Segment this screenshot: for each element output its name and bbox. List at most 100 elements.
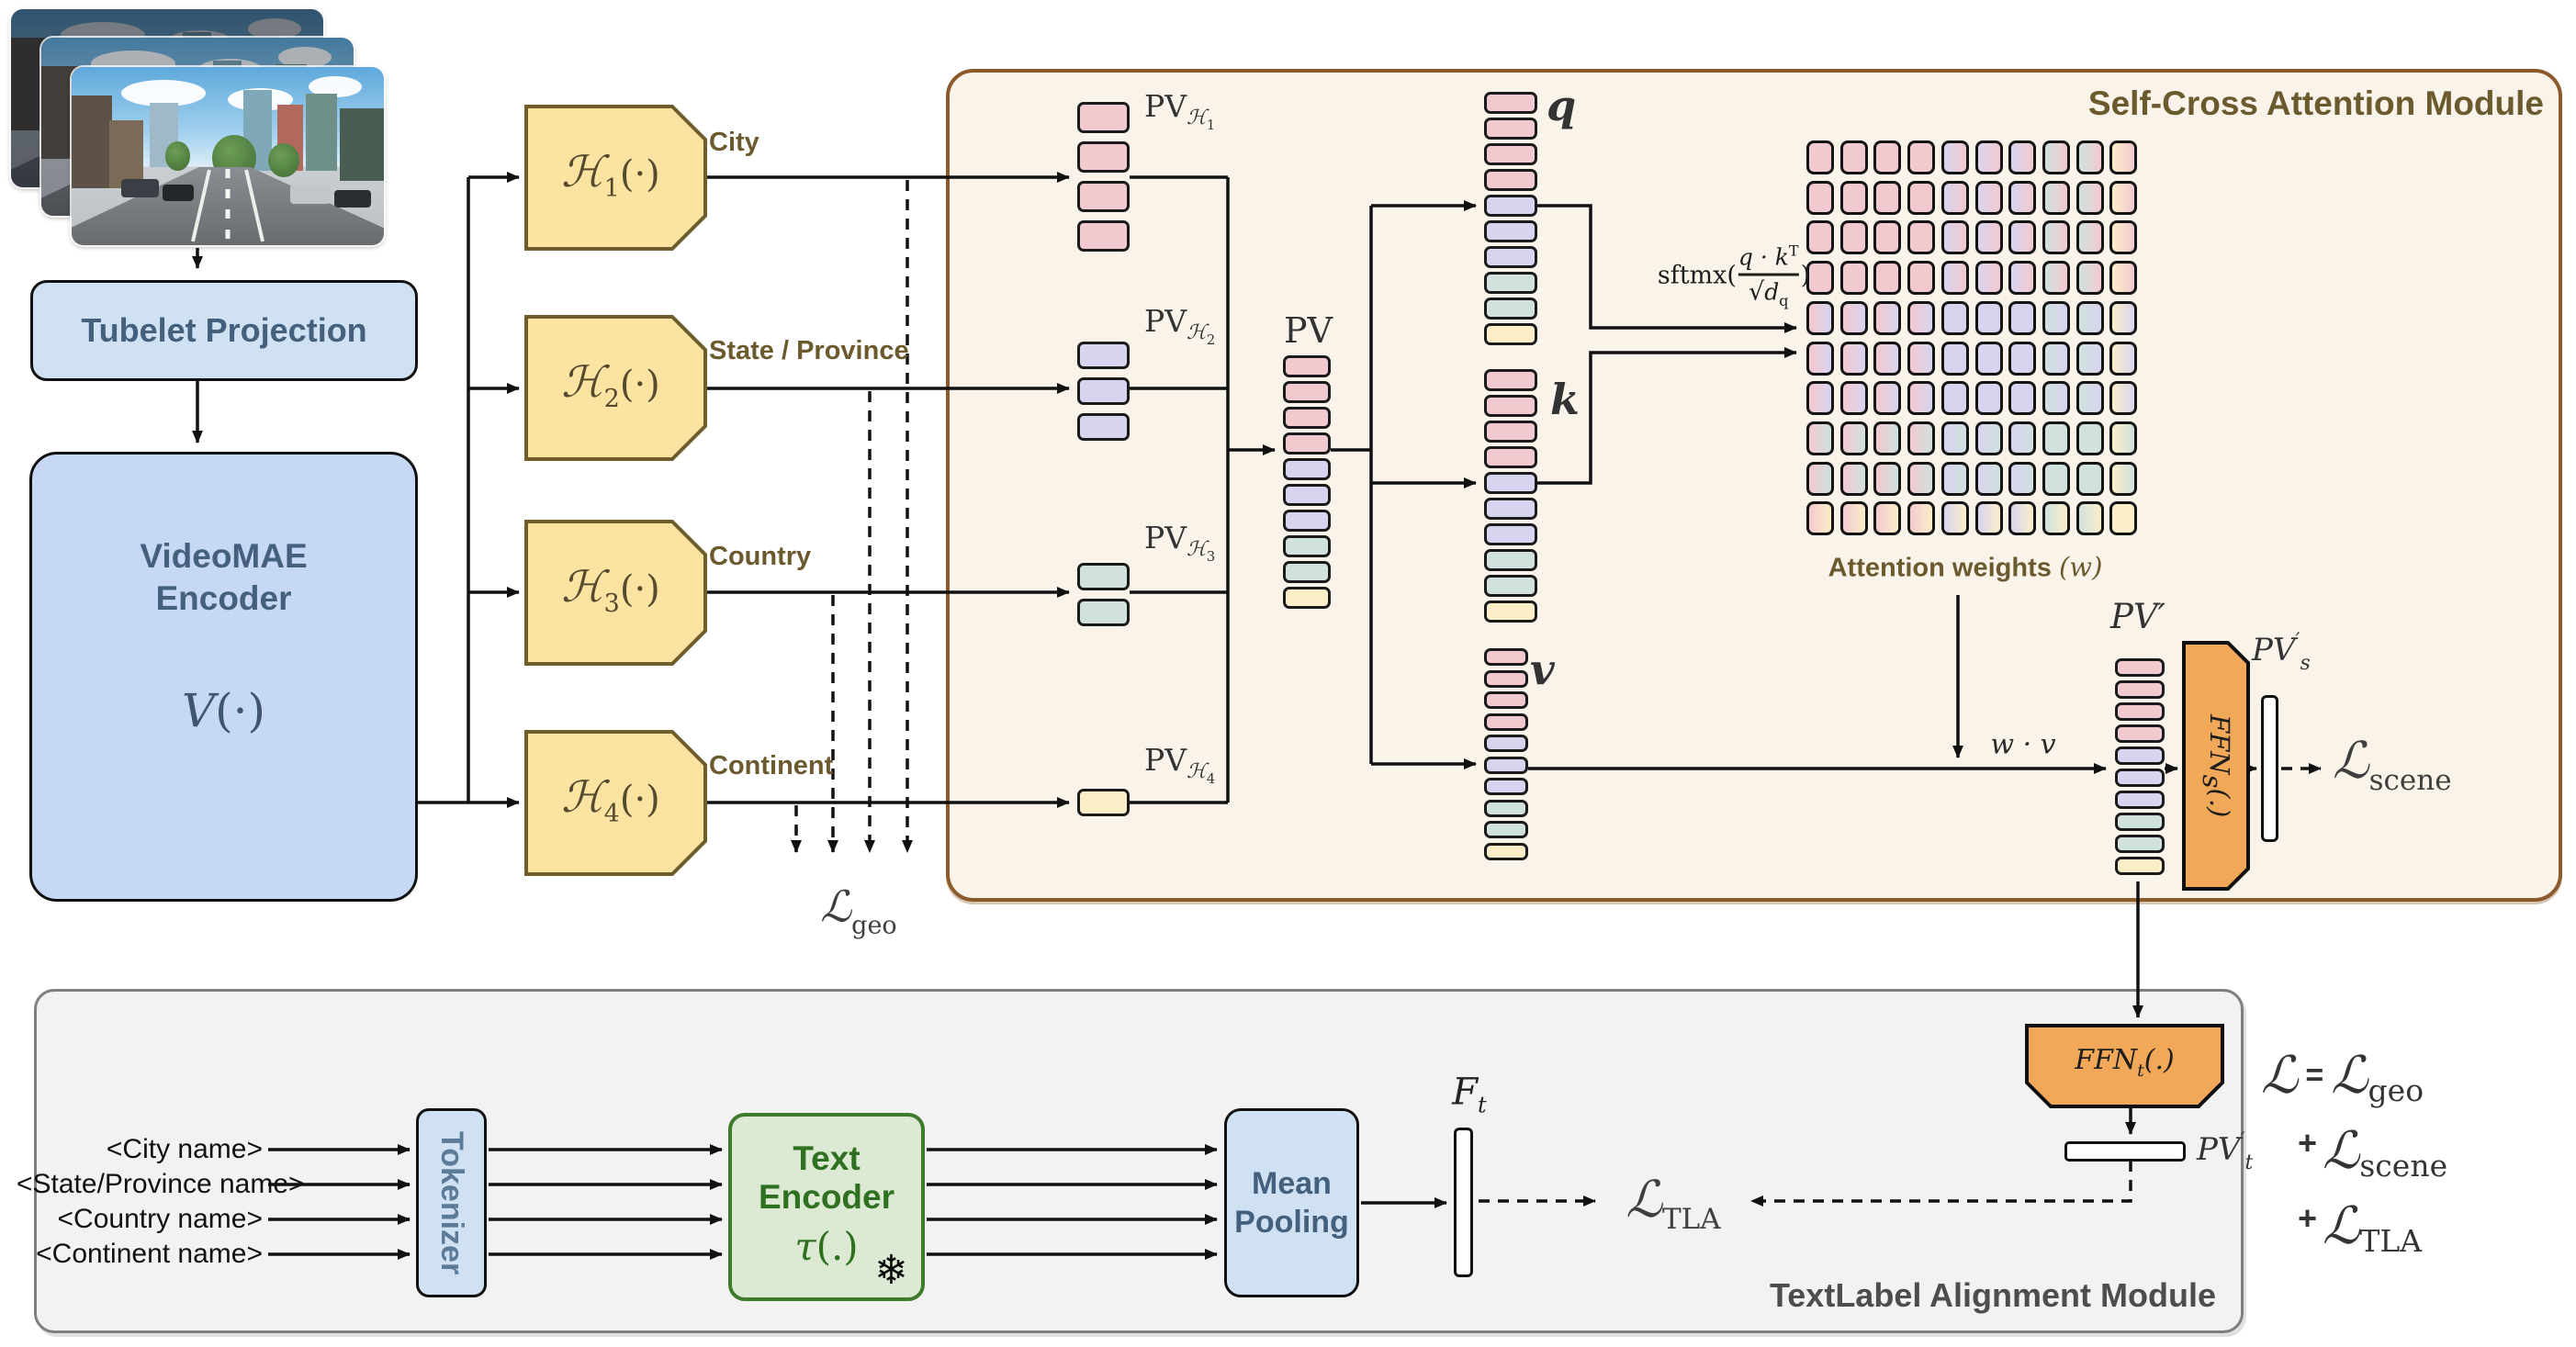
- head-h1-shape: [524, 105, 707, 251]
- attention-cell: [2008, 381, 2036, 415]
- attention-cell: [2008, 462, 2036, 496]
- input-lines: [268, 1148, 410, 1256]
- pv_prime-token-country: [2115, 813, 2165, 831]
- pv-token-city: [1283, 407, 1331, 429]
- attention-cell: [1806, 421, 1834, 455]
- input-city-name: <City name>: [106, 1134, 263, 1164]
- text-encoder-symbol: τ(.): [794, 1224, 859, 1269]
- k-token-state: [1484, 472, 1537, 494]
- attention-cell: [2076, 301, 2104, 335]
- v-token-country: [1484, 800, 1528, 817]
- attention-cell: [1975, 181, 2003, 215]
- level-label-country: Country: [709, 542, 812, 571]
- attention-cell: [1975, 301, 2003, 335]
- attention-cell: [1975, 220, 2003, 254]
- scene-car: [290, 185, 332, 205]
- k-label: k: [1550, 375, 1580, 424]
- attention-cell: [2076, 381, 2104, 415]
- attention-cell: [2076, 342, 2104, 376]
- v-token-city: [1484, 691, 1528, 709]
- attention-cell: [2076, 140, 2104, 174]
- attention-cell: [2008, 181, 2036, 215]
- tubelet-projection-box: Tubelet Projection: [30, 280, 418, 381]
- text-encoder-label: Text Encoder: [758, 1139, 895, 1216]
- attention-cell: [1840, 181, 1868, 215]
- pv-token-state: [1283, 510, 1331, 532]
- attention-cell: [1806, 261, 1834, 295]
- attention-cell: [1975, 261, 2003, 295]
- attention-cell: [2042, 462, 2070, 496]
- pvh1-token-city: [1077, 141, 1130, 173]
- attention-cell: [2109, 220, 2137, 254]
- q-token-continent: [1484, 323, 1537, 345]
- attention-cell: [1907, 301, 1935, 335]
- v-token-continent: [1484, 843, 1528, 860]
- attention-cell: [1873, 220, 1901, 254]
- dashed-arrows: [791, 180, 2322, 1207]
- pv_prime-token-city: [2115, 724, 2165, 743]
- attention-cell: [1806, 381, 1834, 415]
- attention-cell: [1941, 301, 1969, 335]
- scene-tre: [165, 141, 191, 171]
- wv-label: w · v: [1990, 728, 2056, 761]
- head-h4-shape: [524, 730, 707, 876]
- textlabel-alignment-module-box: [34, 989, 2244, 1333]
- attention-cell: [1907, 220, 1935, 254]
- attention-cell: [2042, 181, 2070, 215]
- attention-cell: [1907, 381, 1935, 415]
- attention-cell: [1975, 421, 2003, 455]
- videomae-encoder-label: VideoMAE Encoder: [140, 537, 308, 617]
- attention-cell: [2008, 421, 2036, 455]
- k-token-city: [1484, 395, 1537, 417]
- attention-cell: [1975, 381, 2003, 415]
- attention-cell: [2076, 220, 2104, 254]
- arrow-q-to-grid: [1537, 204, 1797, 333]
- street-scene: [72, 67, 384, 245]
- v-token-country: [1484, 821, 1528, 838]
- tokenizer-label: Tokenizer: [434, 1130, 469, 1275]
- head-h3-label: ℋ3(·): [561, 562, 660, 619]
- pv_prime-token-state: [2115, 769, 2165, 787]
- pv-token-country: [1283, 535, 1331, 557]
- head-h4-label: ℋ4(·): [561, 772, 660, 829]
- ffn-shapes: [2025, 641, 2250, 1108]
- attention-cell: [2109, 381, 2137, 415]
- attention-cell: [2008, 261, 2036, 295]
- text-encoder-box: Text Encoder τ(.) ❄: [728, 1113, 925, 1301]
- pv-t-label: PV′t: [2197, 1129, 2254, 1174]
- self-cross-attention-module-box: [946, 69, 2562, 902]
- level-label-state: State / Province: [709, 336, 909, 365]
- pv-token-state: [1283, 484, 1331, 506]
- pvh3-stack-label: PVℋ3: [1144, 520, 1216, 565]
- attention-cell: [1806, 462, 1834, 496]
- attention-cell: [1873, 501, 1901, 535]
- head-h2-shape: [524, 315, 707, 461]
- attention-cell: [1840, 140, 1868, 174]
- attention-cell: [1941, 421, 1969, 455]
- arrow-k-to-grid: [1537, 347, 1797, 485]
- v-token-state: [1484, 735, 1528, 752]
- attention-cell: [2109, 501, 2137, 535]
- attention-cell: [1907, 462, 1935, 496]
- attention-cell: [1975, 501, 2003, 535]
- pv_prime-token-city: [2115, 680, 2165, 699]
- tubelet-projection-label: Tubelet Projection: [81, 311, 367, 349]
- attention-cell: [2042, 381, 2070, 415]
- attention-cell: [1806, 301, 1834, 335]
- attention-cell: [1806, 342, 1834, 376]
- pvh1-stack-label: PVℋ1: [1144, 88, 1216, 133]
- v-token-state: [1484, 778, 1528, 795]
- pv-prime-label: PV′: [2110, 597, 2166, 636]
- attention-cell: [2076, 421, 2104, 455]
- videomae-symbol: V(·): [181, 684, 266, 737]
- attention-cell: [1975, 140, 2003, 174]
- attention-cell: [2008, 342, 2036, 376]
- ffn-s-shape: [2182, 641, 2250, 891]
- k-token-city: [1484, 446, 1537, 468]
- q-token-city: [1484, 118, 1537, 140]
- scene-bld7: [340, 107, 384, 182]
- attention-cell: [1941, 462, 1969, 496]
